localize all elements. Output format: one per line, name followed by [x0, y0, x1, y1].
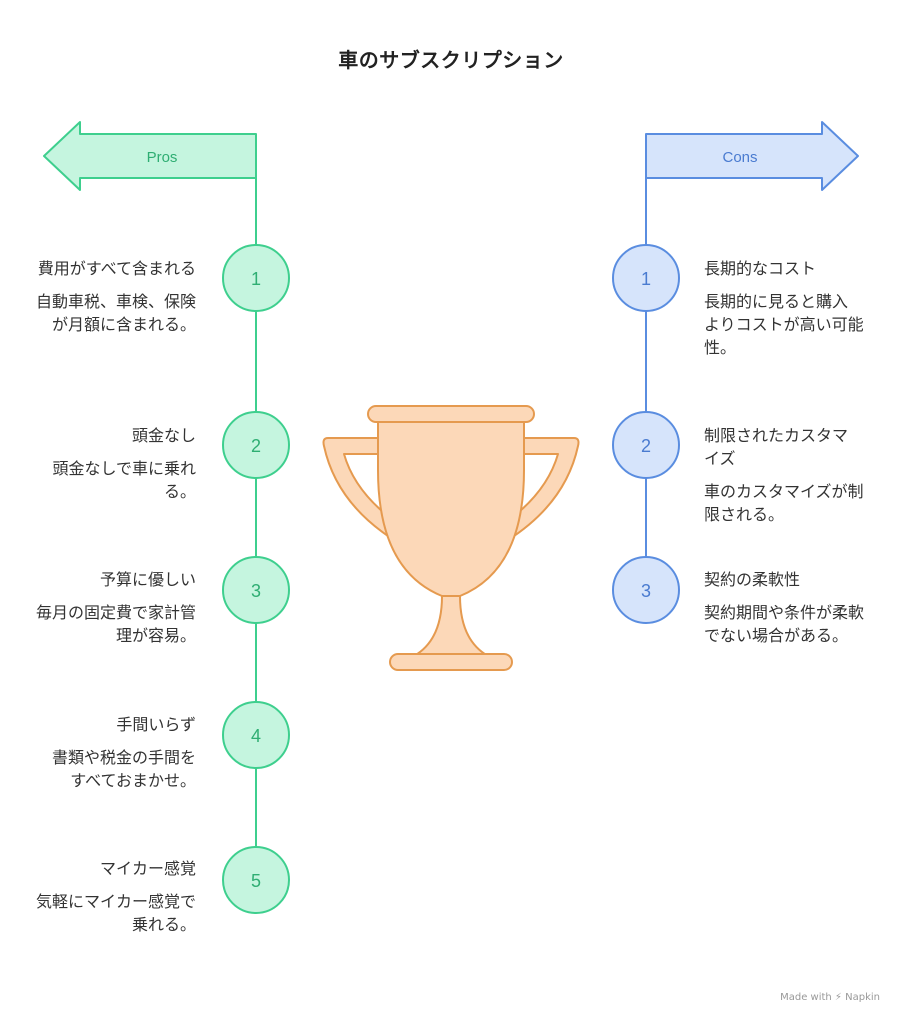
pros-node-4: 4	[222, 701, 290, 769]
cons-arrow: Cons	[645, 121, 859, 191]
cons-item-desc: 車のカスタマイズが制限される。	[704, 482, 864, 524]
svg-text:3: 3	[251, 581, 261, 601]
pros-node-3: 3	[222, 556, 290, 624]
pros-item-desc: 気軽にマイカー感覚で乗れる。	[36, 892, 197, 934]
cons-item-desc: 長期的に見ると購入よりコストが高い可能性。	[704, 292, 864, 357]
cons-item-heading: 制限されたカスタマイズ	[704, 426, 849, 468]
cons-item-heading: 長期的なコスト	[704, 259, 817, 278]
cons-item-1: 長期的なコスト 長期的に見ると購入よりコストが高い可能性。	[704, 257, 864, 359]
pros-item-desc: 毎月の固定費で家計管理が容易。	[36, 603, 197, 645]
cons-item-desc: 契約期間や条件が柔軟でない場合がある。	[704, 603, 865, 645]
svg-text:4: 4	[251, 726, 261, 746]
cons-node-2: 2	[612, 411, 680, 479]
cons-item-2: 制限されたカスタマイズ 車のカスタマイズが制限される。	[704, 424, 864, 526]
pros-item-2: 頭金なし 頭金なしで車に乗れる。	[36, 424, 196, 503]
pros-item-desc: 書類や税金の手間をすべておまかせ。	[51, 748, 196, 790]
pros-item-desc: 自動車税、車検、保険が月額に含まれる。	[36, 292, 197, 334]
svg-text:2: 2	[641, 436, 651, 456]
svg-text:3: 3	[641, 581, 651, 601]
page-title: 車のサブスクリプション	[338, 48, 564, 72]
cons-item-heading: 契約の柔軟性	[704, 570, 801, 589]
trophy-icon	[322, 405, 580, 671]
pros-item-desc: 頭金なしで車に乗れる。	[52, 459, 196, 501]
pros-item-heading: 費用がすべて含まれる	[37, 259, 196, 278]
pros-node-1: 1	[222, 244, 290, 312]
pros-item-3: 予算に優しい 毎月の固定費で家計管理が容易。	[36, 568, 196, 647]
pros-item-5: マイカー感覚 気軽にマイカー感覚で乗れる。	[36, 857, 196, 936]
pros-node-2: 2	[222, 411, 290, 479]
cons-label: Cons	[722, 149, 757, 166]
pros-arrow: Pros	[43, 121, 257, 191]
pros-node-5: 5	[222, 846, 290, 914]
svg-text:5: 5	[251, 871, 261, 891]
pros-label: Pros	[147, 149, 178, 166]
svg-text:2: 2	[251, 436, 261, 456]
cons-item-3: 契約の柔軟性 契約期間や条件が柔軟でない場合がある。	[704, 568, 864, 647]
napkin-watermark: Made with ⚡ Napkin	[780, 992, 880, 1003]
svg-text:1: 1	[641, 269, 651, 289]
pros-item-heading: 予算に優しい	[99, 570, 196, 589]
pros-item-heading: 手間いらず	[116, 715, 196, 734]
cons-node-1: 1	[612, 244, 680, 312]
pros-item-1: 費用がすべて含まれる 自動車税、車検、保険が月額に含まれる。	[36, 257, 196, 336]
pros-item-heading: 頭金なし	[131, 426, 196, 445]
svg-text:1: 1	[251, 269, 261, 289]
pros-item-4: 手間いらず 書類や税金の手間をすべておまかせ。	[36, 713, 196, 792]
cons-node-3: 3	[612, 556, 680, 624]
pros-item-heading: マイカー感覚	[99, 859, 196, 878]
